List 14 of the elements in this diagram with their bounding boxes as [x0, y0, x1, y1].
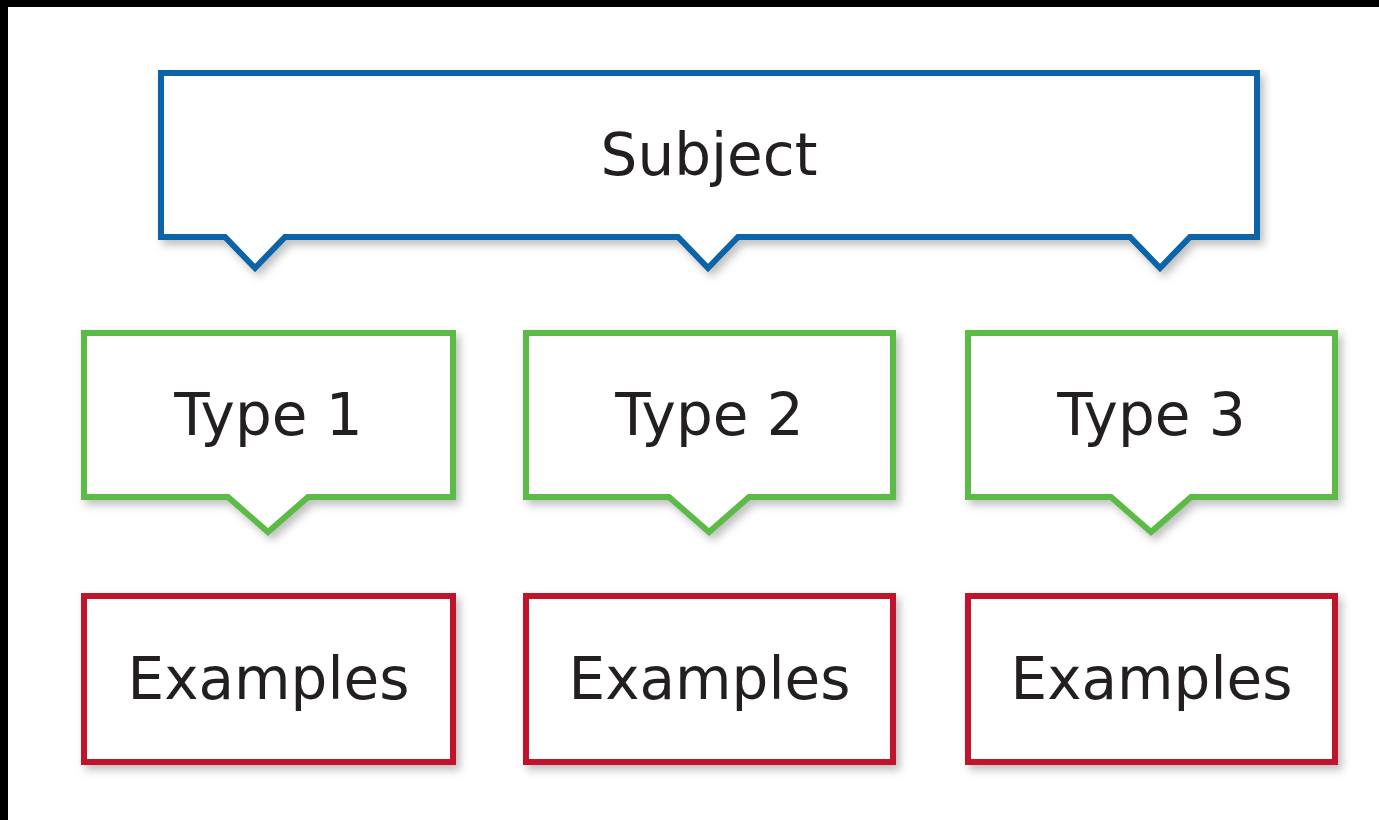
callout-box [523, 330, 896, 538]
box-label: Examples [1010, 645, 1293, 713]
box-label: Type 1 [174, 381, 363, 449]
box-label: Type 3 [1057, 381, 1246, 449]
box-label: Examples [568, 645, 851, 713]
rectangle-box [81, 593, 456, 765]
callout-box [81, 330, 456, 538]
rectangle-box [523, 593, 896, 765]
box-label: Type 2 [615, 381, 804, 449]
rectangle-box [965, 593, 1338, 765]
box-label: Subject [600, 121, 818, 189]
box-label: Examples [127, 645, 410, 713]
callout-box [158, 70, 1260, 274]
callout-box [965, 330, 1338, 538]
